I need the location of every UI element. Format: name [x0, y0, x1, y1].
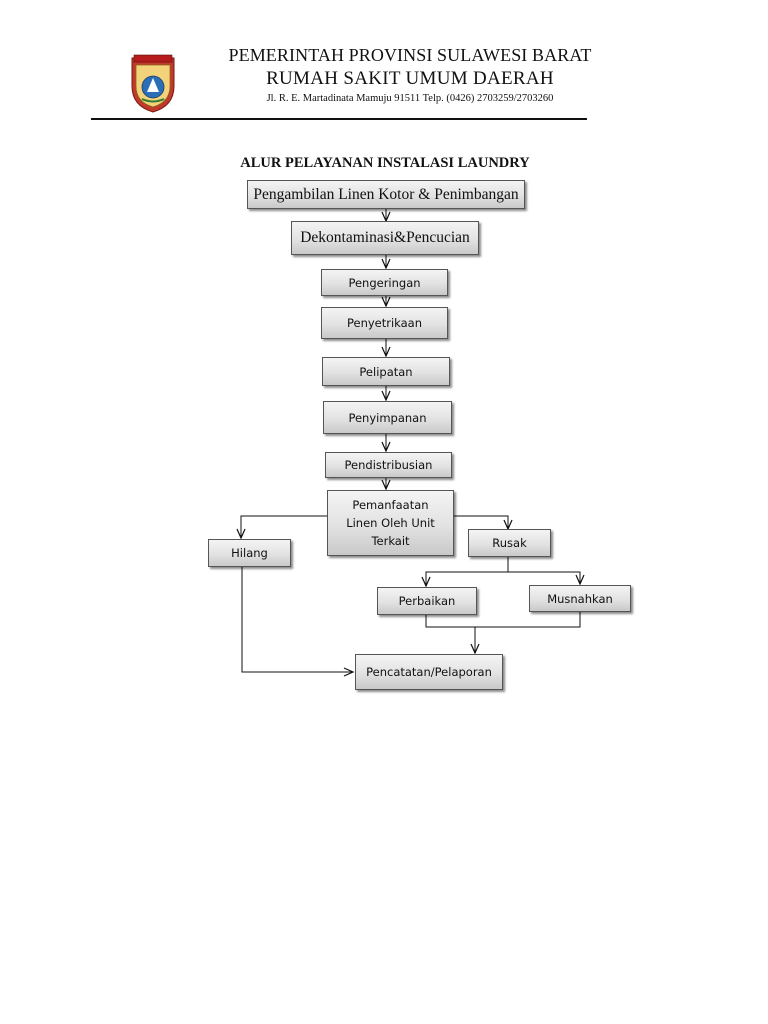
step-pencatatan-label: Pencatatan/Pelaporan: [366, 665, 492, 679]
header-address: Jl. R. E. Martadinata Mamuju 91511 Telp.…: [266, 93, 554, 104]
step-pendistribusian-box: Pendistribusian: [325, 452, 452, 478]
step-perbaikan-label: Perbaikan: [398, 594, 456, 608]
step-penyetrikaan-label: Penyetrikaan: [346, 316, 423, 330]
arrow-to-hilang: [236, 515, 327, 540]
step-pelipatan-label: Pelipatan: [359, 364, 413, 379]
step-pengambilan-box: Pengambilan Linen Kotor & Penimbangan: [247, 180, 525, 209]
step-pengambilan-label: Pengambilan Linen Kotor & Penimbangan: [253, 185, 519, 203]
provincial-emblem-logo: [131, 54, 175, 113]
step-pencatatan-box: Pencatatan/Pelaporan: [355, 654, 503, 690]
step-hilang-label: Hilang: [231, 546, 268, 560]
step-pengeringan-label: Pengeringan: [348, 275, 421, 290]
step-pemanfaatan-label-line2: Linen Oleh Unit: [346, 516, 435, 530]
step-penyimpanan-label: Penyimpanan: [348, 410, 427, 425]
step-penyetrikaan-box: Penyetrikaan: [321, 307, 448, 339]
arrow-to-rusak: [454, 515, 513, 531]
arrow-hilang-to-pencatatan: [241, 567, 355, 677]
step-penyimpanan-box: Penyimpanan: [323, 401, 452, 434]
merge-line-perbaikan-musnahkan: [425, 612, 581, 628]
step-dekontaminasi-box: Dekontaminasi&Pencucian: [291, 221, 479, 255]
arrow-to-musnahkan: [508, 571, 585, 586]
step-pemanfaatan-box: Pemanfaatan Linen Oleh Unit Terkait: [327, 490, 454, 556]
step-pemanfaatan-label-line3: Terkait: [371, 534, 410, 548]
step-musnahkan-label: Musnahkan: [547, 591, 613, 606]
step-perbaikan-box: Perbaikan: [377, 587, 477, 615]
header-government-name: PEMERINTAH PROVINSI SULAWESI BARAT: [228, 45, 592, 65]
document-title: ALUR PELAYANAN INSTALASI LAUNDRY: [240, 155, 530, 171]
step-rusak-label: Rusak: [492, 536, 527, 550]
step-pelipatan-box: Pelipatan: [322, 357, 450, 386]
arrow-to-perbaikan: [421, 557, 509, 588]
step-pendistribusian-label: Pendistribusian: [344, 458, 433, 472]
header-hospital-name: RUMAH SAKIT UMUM DAERAH: [266, 68, 554, 89]
step-musnahkan-box: Musnahkan: [529, 585, 631, 612]
step-pemanfaatan-label-line1: Pemanfaatan: [352, 498, 429, 512]
step-pengeringan-box: Pengeringan: [321, 269, 448, 296]
header-divider: [91, 118, 587, 120]
step-rusak-box: Rusak: [468, 529, 551, 557]
step-dekontaminasi-label: Dekontaminasi&Pencucian: [300, 229, 470, 246]
step-hilang-box: Hilang: [208, 539, 291, 567]
